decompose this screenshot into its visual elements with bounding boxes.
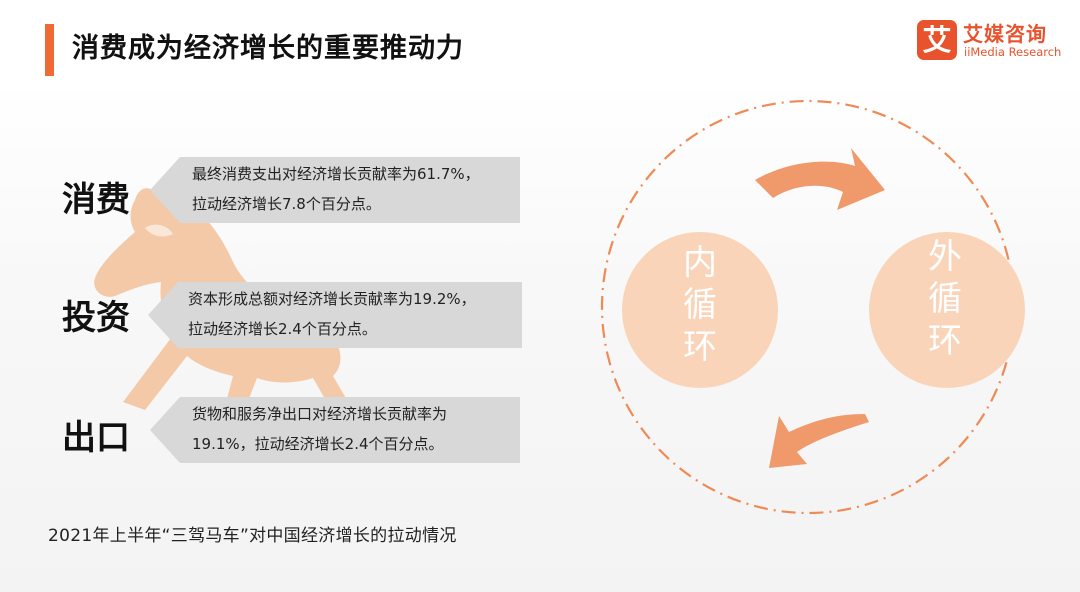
callout-shape (150, 397, 520, 463)
inner-char-2: 循 (683, 285, 717, 325)
outer-circulation-circle (869, 232, 1025, 388)
inner-circulation-circle (622, 232, 778, 388)
callout-line1: 最终消费支出对经济增长贡献率为61.7%， (192, 165, 480, 183)
callout-line2: 拉动经济增长7.8个百分点。 (192, 195, 381, 213)
pillar-label-investment: 投资 (62, 298, 130, 338)
callout-line1: 资本形成总额对经济增长贡献率为19.2%， (188, 290, 476, 308)
curved-arrow-right-icon (755, 148, 885, 210)
pillar-label-export: 出口 (62, 418, 130, 458)
callout-shape (148, 282, 522, 348)
cycle-graphics (600, 99, 1025, 515)
outer-char-2: 循 (928, 279, 962, 319)
page-title: 消费成为经济增长的重要推动力 (72, 33, 464, 64)
inner-char-1: 内 (683, 243, 717, 283)
caption: 2021年上半年“三驾马车”对中国经济增长的拉动情况 (48, 526, 457, 546)
logo-mark: 艾 (917, 20, 957, 60)
title-accent-bar (45, 24, 54, 76)
callout-export: 货物和服务净出口对经济增长贡献率为 19.1%，拉动经济增长2.4个百分点。 (150, 397, 520, 463)
outer-circulation-label: 外 循 环 (915, 236, 975, 362)
callout-consumption: 最终消费支出对经济增长贡献率为61.7%， 拉动经济增长7.8个百分点。 (150, 157, 520, 223)
callout-line2: 拉动经济增长2.4个百分点。 (188, 320, 377, 338)
inner-circulation-label: 内 循 环 (670, 242, 730, 368)
callout-line1: 货物和服务净出口对经济增长贡献率为 (192, 405, 448, 423)
curved-arrow-left-icon (769, 414, 869, 468)
outer-char-3: 环 (928, 321, 962, 361)
logo-tagline: iiMedia Research (964, 45, 1062, 59)
brand-logo: 艾 艾媒咨询 iiMedia Research (917, 16, 1077, 64)
callout-shape (150, 157, 520, 223)
dual-circulation-diagram: 内 循 环 外 循 环 (575, 80, 1055, 540)
inner-char-3: 环 (683, 327, 717, 367)
callout-investment: 资本形成总额对经济增长贡献率为19.2%， 拉动经济增长2.4个百分点。 (148, 282, 522, 348)
outer-char-1: 外 (928, 237, 962, 277)
pillar-label-consumption: 消费 (62, 180, 130, 220)
callout-line2: 19.1%，拉动经济增长2.4个百分点。 (192, 435, 444, 453)
logo-name: 艾媒咨询 (963, 22, 1047, 46)
